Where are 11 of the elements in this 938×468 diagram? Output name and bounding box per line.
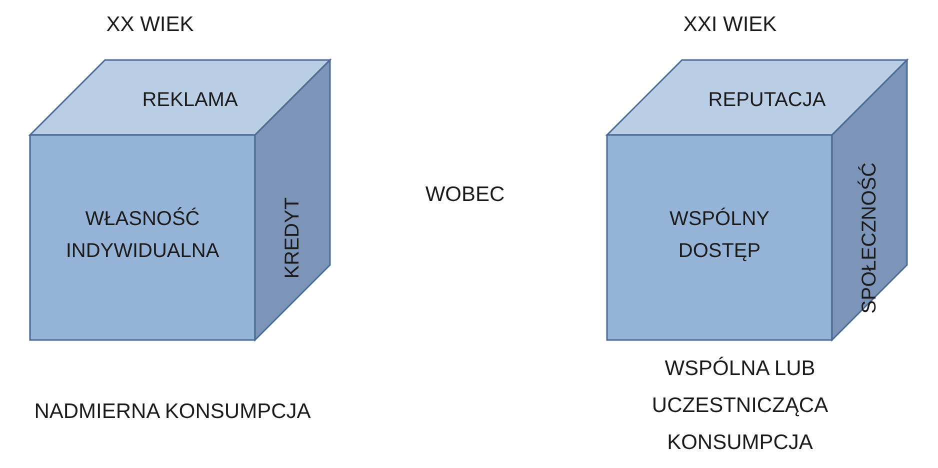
face-label: REKLAMA: [142, 88, 238, 113]
consumption-caption: NADMIERNA KONSUMPCJA: [33, 399, 312, 425]
face-label: WŁASNOŚĆ INDYWIDUALNA: [64, 206, 220, 264]
face-label: SPOŁECZNOŚĆ: [856, 162, 882, 314]
era-heading: XX WIEK: [105, 12, 195, 38]
face-label: WSPÓLNY DOSTĘP: [668, 206, 771, 264]
face-label: REPUTACJA: [708, 88, 826, 113]
era-heading: XXI WIEK: [682, 12, 778, 38]
face-label: KREDYT: [280, 196, 304, 278]
consumption-caption: WSPÓLNA LUB UCZESTNICZĄCA KONSUMPCJA: [650, 356, 830, 456]
connecting-word: WOBEC: [424, 182, 506, 208]
